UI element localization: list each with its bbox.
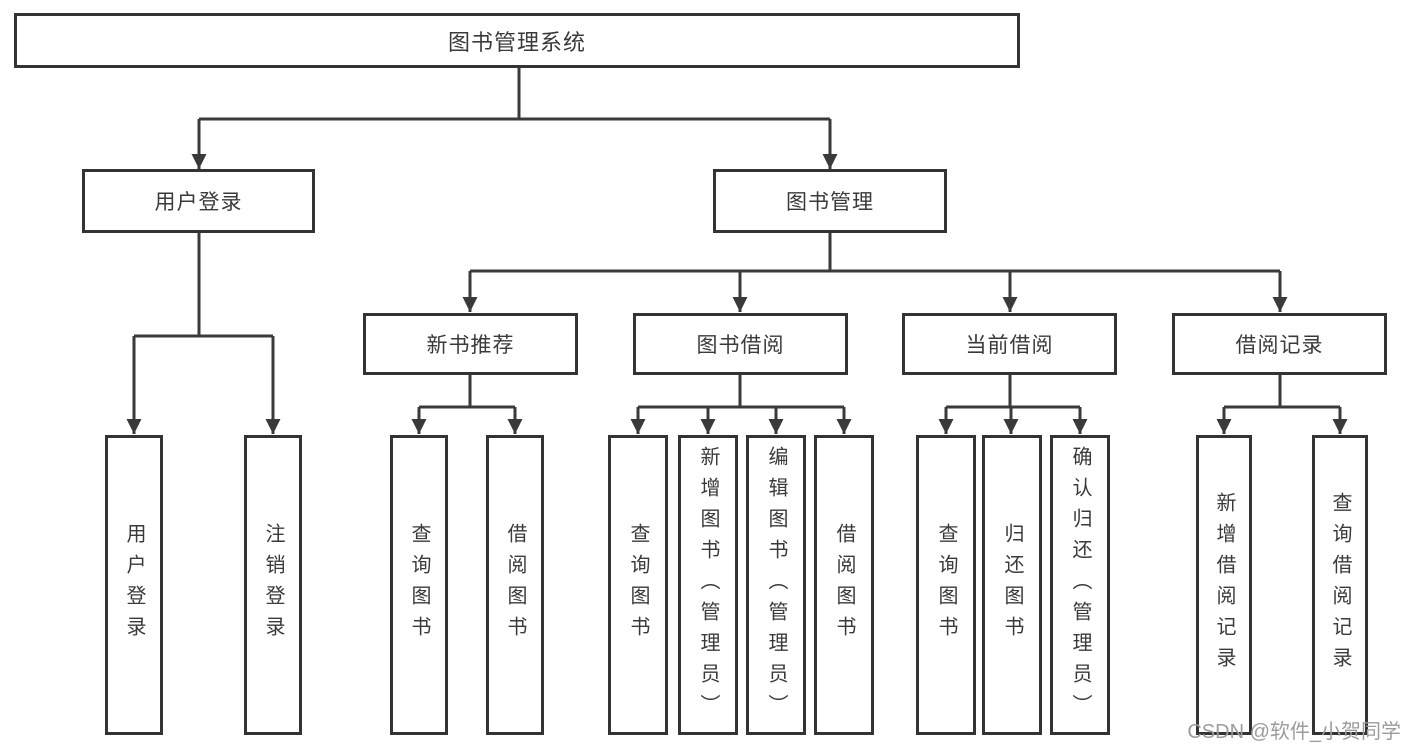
- node-label: 新书推荐: [426, 334, 515, 357]
- node-book-borrowing: 图书借阅: [633, 313, 848, 375]
- node-label: 图书管理系统: [447, 29, 586, 55]
- node-label: 查询图书: [935, 523, 957, 647]
- leaf-query-books-3: 查询图书: [916, 435, 976, 735]
- leaf-query-books-1: 查询图书: [390, 435, 448, 735]
- node-label: 新增图书（管理员）: [697, 445, 719, 725]
- node-label: 当前借阅: [965, 334, 1054, 357]
- leaf-add-borrow-record: 新增借阅记录: [1196, 435, 1252, 735]
- leaf-user-login: 用户登录: [105, 435, 163, 735]
- leaf-confirm-return-admin: 确认归还（管理员）: [1050, 435, 1110, 735]
- node-label: 注销登录: [262, 523, 284, 647]
- node-label: 查询借阅记录: [1329, 492, 1351, 678]
- node-label: 借阅记录: [1235, 334, 1324, 357]
- leaf-edit-books-admin: 编辑图书（管理员）: [746, 435, 806, 735]
- leaf-query-books-2: 查询图书: [608, 435, 668, 735]
- node-new-book-recommend: 新书推荐: [363, 313, 578, 375]
- node-label: 确认归还（管理员）: [1069, 445, 1091, 725]
- node-label: 归还图书: [1001, 523, 1023, 647]
- node-label: 编辑图书（管理员）: [765, 445, 787, 725]
- node-label: 图书管理: [786, 191, 874, 214]
- node-label: 借阅图书: [504, 523, 526, 647]
- node-label: 用户登录: [123, 523, 145, 647]
- leaf-query-borrow-record: 查询借阅记录: [1312, 435, 1368, 735]
- node-library-management-system: 图书管理系统: [14, 13, 1020, 68]
- node-label: 图书借阅: [696, 334, 785, 357]
- node-label: 查询图书: [627, 523, 649, 647]
- csdn-watermark: CSDN @软件_小贺同学: [1187, 721, 1401, 743]
- node-borrowing-records: 借阅记录: [1172, 313, 1387, 375]
- node-user-login: 用户登录: [82, 169, 315, 233]
- node-label: 新增借阅记录: [1213, 492, 1235, 678]
- leaf-add-books-admin: 新增图书（管理员）: [678, 435, 738, 735]
- leaf-borrow-books-2: 借阅图书: [814, 435, 874, 735]
- leaf-borrow-books-1: 借阅图书: [486, 435, 544, 735]
- leaf-logout: 注销登录: [244, 435, 302, 735]
- leaf-return-books: 归还图书: [982, 435, 1042, 735]
- node-label: 借阅图书: [833, 523, 855, 647]
- node-current-borrowing: 当前借阅: [902, 313, 1117, 375]
- node-book-management: 图书管理: [713, 169, 947, 233]
- node-label: 用户登录: [154, 191, 243, 214]
- node-label: 查询图书: [408, 523, 430, 647]
